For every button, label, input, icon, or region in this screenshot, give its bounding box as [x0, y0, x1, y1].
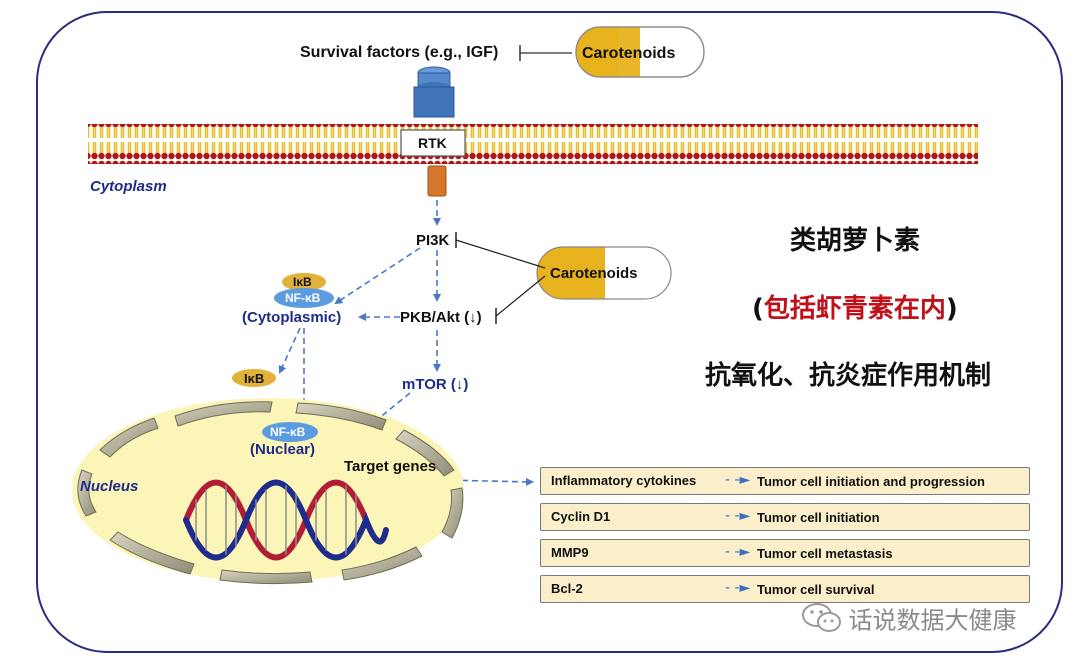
rtk-label: RTK: [418, 135, 447, 151]
watermark: 话说数据大健康: [800, 600, 1016, 636]
gene-box-4: Bcl-2 - -► Tumor cell survival: [540, 575, 1030, 603]
nucleus-label: Nucleus: [80, 478, 139, 495]
cytoplasm-label: Cytoplasm: [90, 178, 167, 195]
gene-arrow-icon: - -►: [725, 508, 751, 524]
nuclear-label: (Nuclear): [250, 441, 316, 458]
gene-outcome: Tumor cell survival: [757, 582, 875, 597]
pkb-akt-label: PKB/Akt (↓): [400, 309, 482, 326]
gene-outcome: Tumor cell initiation: [757, 510, 880, 525]
carotenoids-label-top: Carotenoids: [582, 45, 676, 62]
ikb-label-top: IκB: [293, 275, 312, 289]
subtitle-red-text: 包括虾青素在内: [763, 294, 946, 324]
nucleus: [72, 398, 464, 585]
nfkb-label-nuc: NF-κB: [270, 425, 306, 439]
watermark-text: 话说数据大健康: [848, 606, 1017, 635]
carotenoids-capsule-top: [575, 26, 705, 78]
survival-factors-label: Survival factors (e.g., IGF): [300, 44, 499, 61]
cytoplasmic-label: (Cytoplasmic): [242, 309, 342, 326]
gene-name: Cyclin D1: [551, 509, 611, 524]
nfkb-label-top: NF-κB: [285, 291, 321, 305]
pi3k-label: PI3K: [416, 232, 450, 249]
ikb-nfkb-complex: [274, 273, 334, 308]
gene-box-3: MMP9 - -► Tumor cell metastasis: [540, 539, 1030, 567]
gene-outcome: Tumor cell metastasis: [757, 546, 893, 561]
gene-name: MMP9: [551, 545, 589, 560]
gene-outcome: Tumor cell initiation and progression: [757, 474, 986, 489]
target-genes-label: Target genes: [344, 458, 437, 475]
gene-name: Bcl-2: [551, 581, 583, 596]
plasma-membrane: [88, 124, 978, 164]
chinese-title: 类胡萝卜素: [790, 226, 921, 256]
dna-helix: [183, 479, 389, 561]
gene-arrow-icon: - -►: [725, 544, 751, 560]
ikb-free: [232, 369, 276, 387]
cell-boundary: [36, 11, 1063, 653]
nfkb-nuclear: [262, 422, 318, 442]
gene-box-1: Inflammatory cytokines - -► Tumor cell i…: [540, 467, 1030, 495]
mtor-label: mTOR (↓): [402, 376, 469, 393]
gene-name: Inflammatory cytokines: [551, 473, 697, 488]
carotenoids-capsule-mid: [536, 246, 672, 300]
rtk-receptor: [400, 66, 466, 197]
chinese-subtitle: (包括虾青素在内): [752, 288, 958, 325]
gene-arrow-icon: - -►: [725, 580, 751, 596]
gene-arrow-icon: - -►: [725, 472, 751, 488]
ikb-label-free: IκB: [244, 371, 265, 386]
subtitle-open-paren: (: [752, 294, 764, 324]
carotenoids-label-mid: Carotenoids: [550, 265, 638, 282]
subtitle-close-paren: ): [945, 294, 958, 324]
chinese-mechanism: 抗氧化、抗炎症作用机制: [705, 361, 992, 391]
gene-box-2: Cyclin D1 - -► Tumor cell initiation: [540, 503, 1030, 531]
wechat-icon: [802, 603, 841, 632]
